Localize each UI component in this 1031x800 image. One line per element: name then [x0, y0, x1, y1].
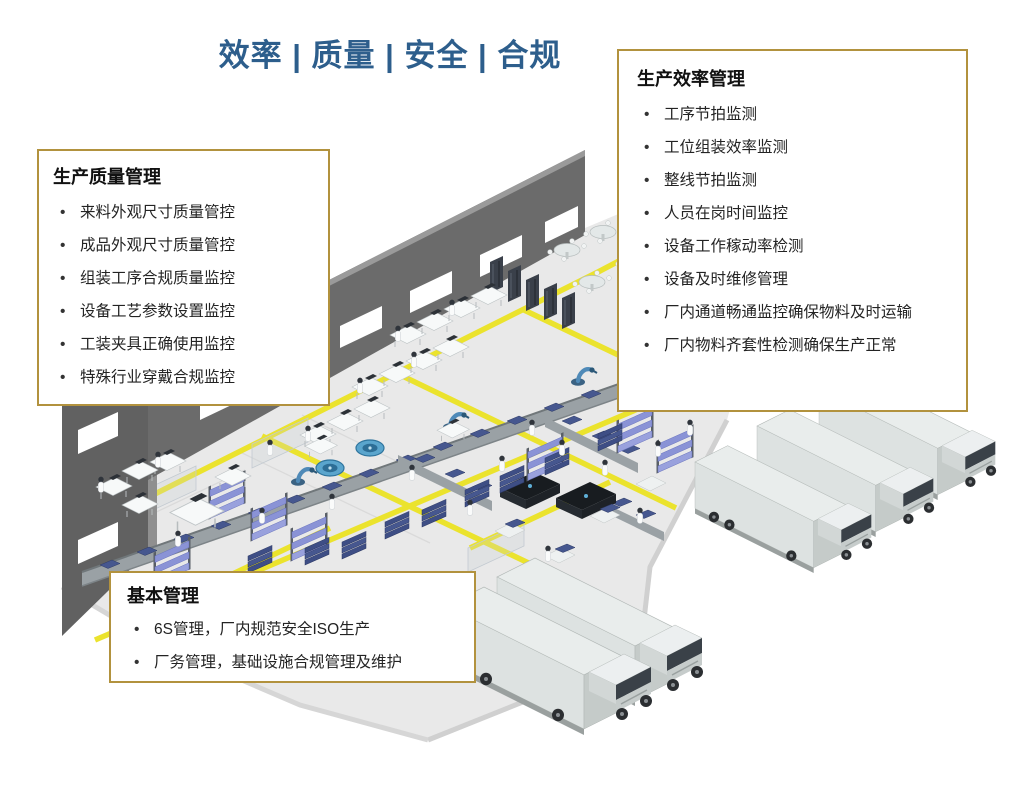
bullet-item: 组装工序合规质量监控 — [53, 262, 318, 295]
quality-box-list: 来料外观尺寸质量管控成品外观尺寸质量管控组装工序合规质量监控设备工艺参数设置监控… — [53, 196, 318, 394]
bullet-item: 设备工艺参数设置监控 — [53, 295, 318, 328]
bullet-item: 人员在岗时间监控 — [637, 197, 956, 230]
bullet-item: 6S管理，厂内规范安全ISO生产 — [127, 613, 464, 646]
bullet-item: 来料外观尺寸质量管控 — [53, 196, 318, 229]
bullet-item: 工序节拍监测 — [637, 98, 956, 131]
basic-management-box: 基本管理 6S管理，厂内规范安全ISO生产厂务管理，基础设施合规管理及维护 — [109, 571, 476, 683]
quality-management-box: 生产质量管理 来料外观尺寸质量管控成品外观尺寸质量管控组装工序合规质量监控设备工… — [37, 149, 330, 406]
window-opening — [78, 412, 118, 454]
basic-box-list: 6S管理，厂内规范安全ISO生产厂务管理，基础设施合规管理及维护 — [127, 613, 464, 679]
window-opening — [78, 522, 118, 564]
bullet-item: 设备工作稼动率检测 — [637, 230, 956, 263]
window-opening — [340, 306, 382, 348]
bullet-item: 工装夹具正确使用监控 — [53, 328, 318, 361]
window-opening — [410, 271, 452, 313]
bullet-item: 特殊行业穿戴合规监控 — [53, 361, 318, 394]
main-conveyor — [81, 358, 691, 587]
bullet-item: 工位组装效率监测 — [637, 131, 956, 164]
bullet-item: 厂内通道畅通监控确保物料及时运输 — [637, 296, 956, 329]
window-opening — [545, 206, 578, 243]
bullet-item: 设备及时维修管理 — [637, 263, 956, 296]
bullet-item: 厂内物料齐套性检测确保生产正常 — [637, 329, 956, 362]
bullet-item: 厂务管理，基础设施合规管理及维护 — [127, 646, 464, 679]
efficiency-box-list: 工序节拍监测工位组装效率监测整线节拍监测人员在岗时间监控设备工作稼动率检测设备及… — [637, 98, 956, 362]
efficiency-box-heading: 生产效率管理 — [637, 69, 745, 89]
quality-box-heading: 生产质量管理 — [53, 167, 161, 187]
basic-box-heading: 基本管理 — [127, 586, 199, 606]
bullet-item: 成品外观尺寸质量管控 — [53, 229, 318, 262]
slide-title: 效率 | 质量 | 安全 | 合规 — [218, 38, 562, 73]
efficiency-management-box: 生产效率管理 工序节拍监测工位组装效率监测整线节拍监测人员在岗时间监控设备工作稼… — [617, 49, 968, 412]
bullet-item: 整线节拍监测 — [637, 164, 956, 197]
